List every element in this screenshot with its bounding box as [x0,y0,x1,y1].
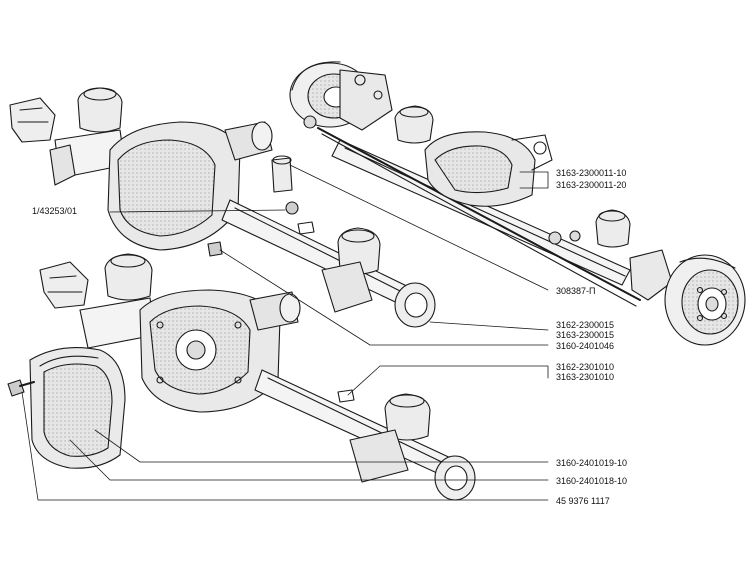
label-front-axle-b: 3163-2300011-20 [556,180,627,190]
label-breather: 1/43253/01 [32,206,78,216]
label-plug: 3160-2401046 [556,341,615,351]
label-cover: 3160-2401019-10 [556,458,628,468]
label-rear-axle-a: 3162-2301010 [556,362,615,372]
label-bolt: 45 9376 1117 [556,496,610,506]
label-link: 308387-П [556,286,596,296]
front-steering-axle [289,61,746,346]
label-gasket: 3160-2401018-10 [556,476,628,486]
label-rear-axle-b: 3163-2301010 [556,372,615,382]
leader-lines [21,164,549,501]
diff-cover-assembly [7,347,126,469]
label-hub-b: 3163-2300015 [556,330,615,340]
label-front-axle-a: 3163-2300011-10 [556,168,627,178]
label-hub-a: 3162-2300015 [556,320,615,330]
rear-drive-axle [39,253,476,501]
